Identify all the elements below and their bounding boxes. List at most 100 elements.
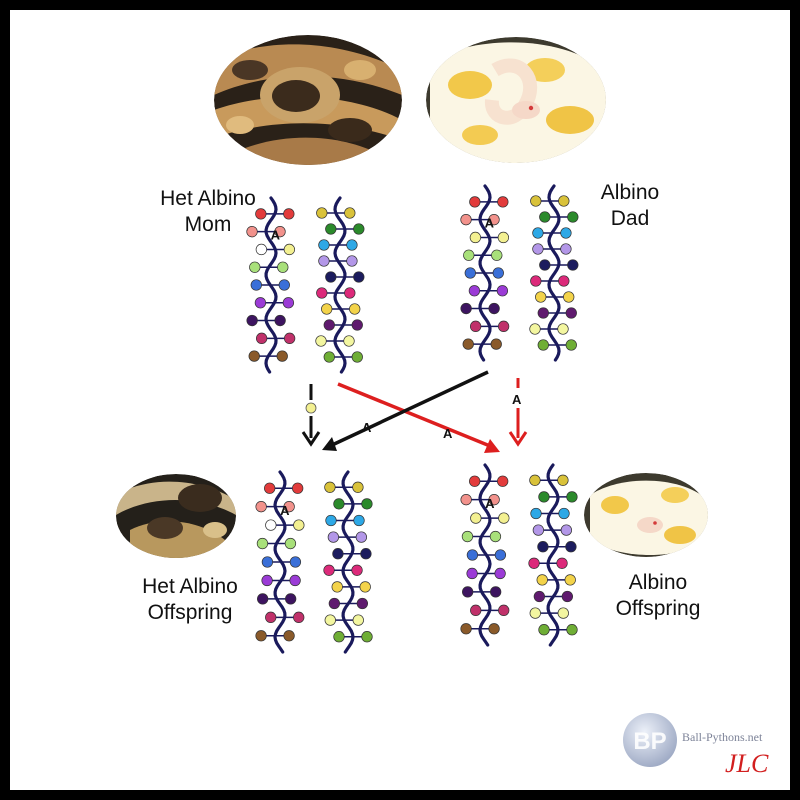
gene-bead	[246, 226, 258, 238]
dad-label: Albino Dad	[582, 180, 678, 232]
gene-bead	[346, 239, 358, 251]
gene-bead	[530, 507, 542, 520]
gene-bead	[344, 207, 356, 219]
het-offspring-label-line1: Het Albino	[142, 575, 238, 598]
gene-bead	[315, 335, 327, 347]
gene-bead	[325, 271, 337, 283]
gene-bead	[560, 524, 573, 536]
gene-bead	[359, 581, 371, 593]
gene-bead	[538, 491, 550, 503]
gene-bead	[324, 614, 336, 626]
albino-offspring-label: Albino Offspring	[598, 570, 718, 622]
chromosome-mom-a: A	[246, 196, 296, 374]
gene-bead	[460, 623, 472, 635]
chromosome-mom-b	[315, 196, 365, 374]
gene-bead	[318, 255, 330, 267]
gene-bead	[324, 481, 336, 493]
gene-bead	[491, 249, 503, 261]
gene-bead	[490, 338, 502, 350]
het-offspring-label: Het Albino Offspring	[120, 574, 260, 626]
gene-bead	[257, 593, 269, 605]
gene-bead	[537, 339, 549, 351]
gene-bead	[564, 574, 576, 586]
gene-bead	[528, 557, 540, 569]
allele-marker: A	[271, 227, 281, 242]
gene-bead	[283, 243, 296, 256]
gene-bead	[352, 614, 364, 626]
gene-bead	[538, 624, 550, 636]
gene-bead	[274, 226, 286, 238]
gene-bead	[344, 287, 356, 299]
gene-bead	[352, 481, 364, 493]
gene-bead	[327, 531, 340, 543]
gene-bead	[293, 611, 305, 623]
gene-bead	[255, 630, 267, 642]
dad-red-down-arrowhead	[508, 431, 528, 447]
gene-bead	[333, 631, 345, 643]
albino-offspring-label-line2: Offspring	[615, 597, 701, 620]
gene-bead	[561, 590, 574, 603]
gene-bead	[255, 501, 267, 513]
gene-bead	[489, 530, 502, 543]
het-offspring-photo	[116, 474, 236, 558]
mom-label-line1: Het Albino	[160, 187, 256, 210]
gene-bead	[496, 285, 509, 297]
gene-bead	[558, 275, 570, 287]
gene-bead	[283, 332, 296, 344]
chromosome-alb-b	[528, 463, 578, 647]
gene-bead	[488, 214, 500, 226]
gene-bead	[497, 196, 509, 208]
gene-bead	[469, 231, 482, 244]
gene-bead	[469, 320, 482, 332]
gene-bead	[535, 291, 547, 303]
gene-bead	[461, 530, 474, 543]
gene-bead	[265, 519, 277, 531]
gene-bead	[261, 574, 273, 587]
albino-offspring-label-line1: Albino	[628, 571, 688, 594]
gene-bead	[462, 586, 474, 598]
allele-marker-dad-down: A	[512, 392, 522, 407]
gene-bead	[316, 207, 328, 219]
gene-bead	[460, 302, 472, 315]
gene-bead	[248, 350, 260, 362]
gene-bead	[565, 541, 577, 553]
gene-bead	[565, 307, 577, 319]
dad-label-line1: Albino	[600, 181, 660, 204]
bp-logo-icon	[623, 713, 677, 767]
gene-bead	[556, 557, 568, 569]
gene-bead	[539, 259, 551, 271]
gene-bead	[470, 512, 482, 524]
gene-bead	[255, 332, 268, 344]
gene-bead	[250, 279, 262, 291]
gene-bead	[558, 195, 570, 207]
gene-bead	[557, 474, 569, 486]
gene-bead	[346, 255, 358, 267]
gene-bead	[332, 548, 344, 560]
dad-photo	[426, 37, 606, 163]
gene-bead	[360, 548, 372, 560]
gene-bead	[351, 319, 363, 331]
gene-bead	[494, 549, 507, 561]
chromosome-alb-a: A	[460, 463, 510, 647]
gene-bead	[254, 297, 267, 309]
gene-bead	[353, 271, 365, 283]
gene-bead	[343, 335, 355, 347]
gene-bead	[316, 287, 328, 299]
gene-bead	[292, 482, 304, 494]
mom-red-arrowhead	[484, 439, 500, 453]
chromosome-backbone	[341, 470, 355, 654]
gene-bead	[497, 231, 510, 244]
site-watermark: BP Ball-Pythons.net JLC	[623, 713, 769, 778]
gene-bead	[532, 524, 545, 536]
het-offspring-label-line2: Offspring	[147, 601, 233, 624]
gene-bead	[558, 507, 570, 520]
mom-red-cross-line	[337, 382, 491, 448]
allele-marker-cross-black: A	[362, 420, 372, 435]
gene-bead	[464, 267, 476, 279]
gene-bead	[532, 243, 544, 255]
gene-bead	[278, 279, 290, 291]
gene-bead	[285, 593, 297, 605]
gene-bead	[539, 211, 551, 223]
mom-black-down-arrowhead	[301, 431, 321, 447]
allele-marker: A	[485, 496, 495, 511]
